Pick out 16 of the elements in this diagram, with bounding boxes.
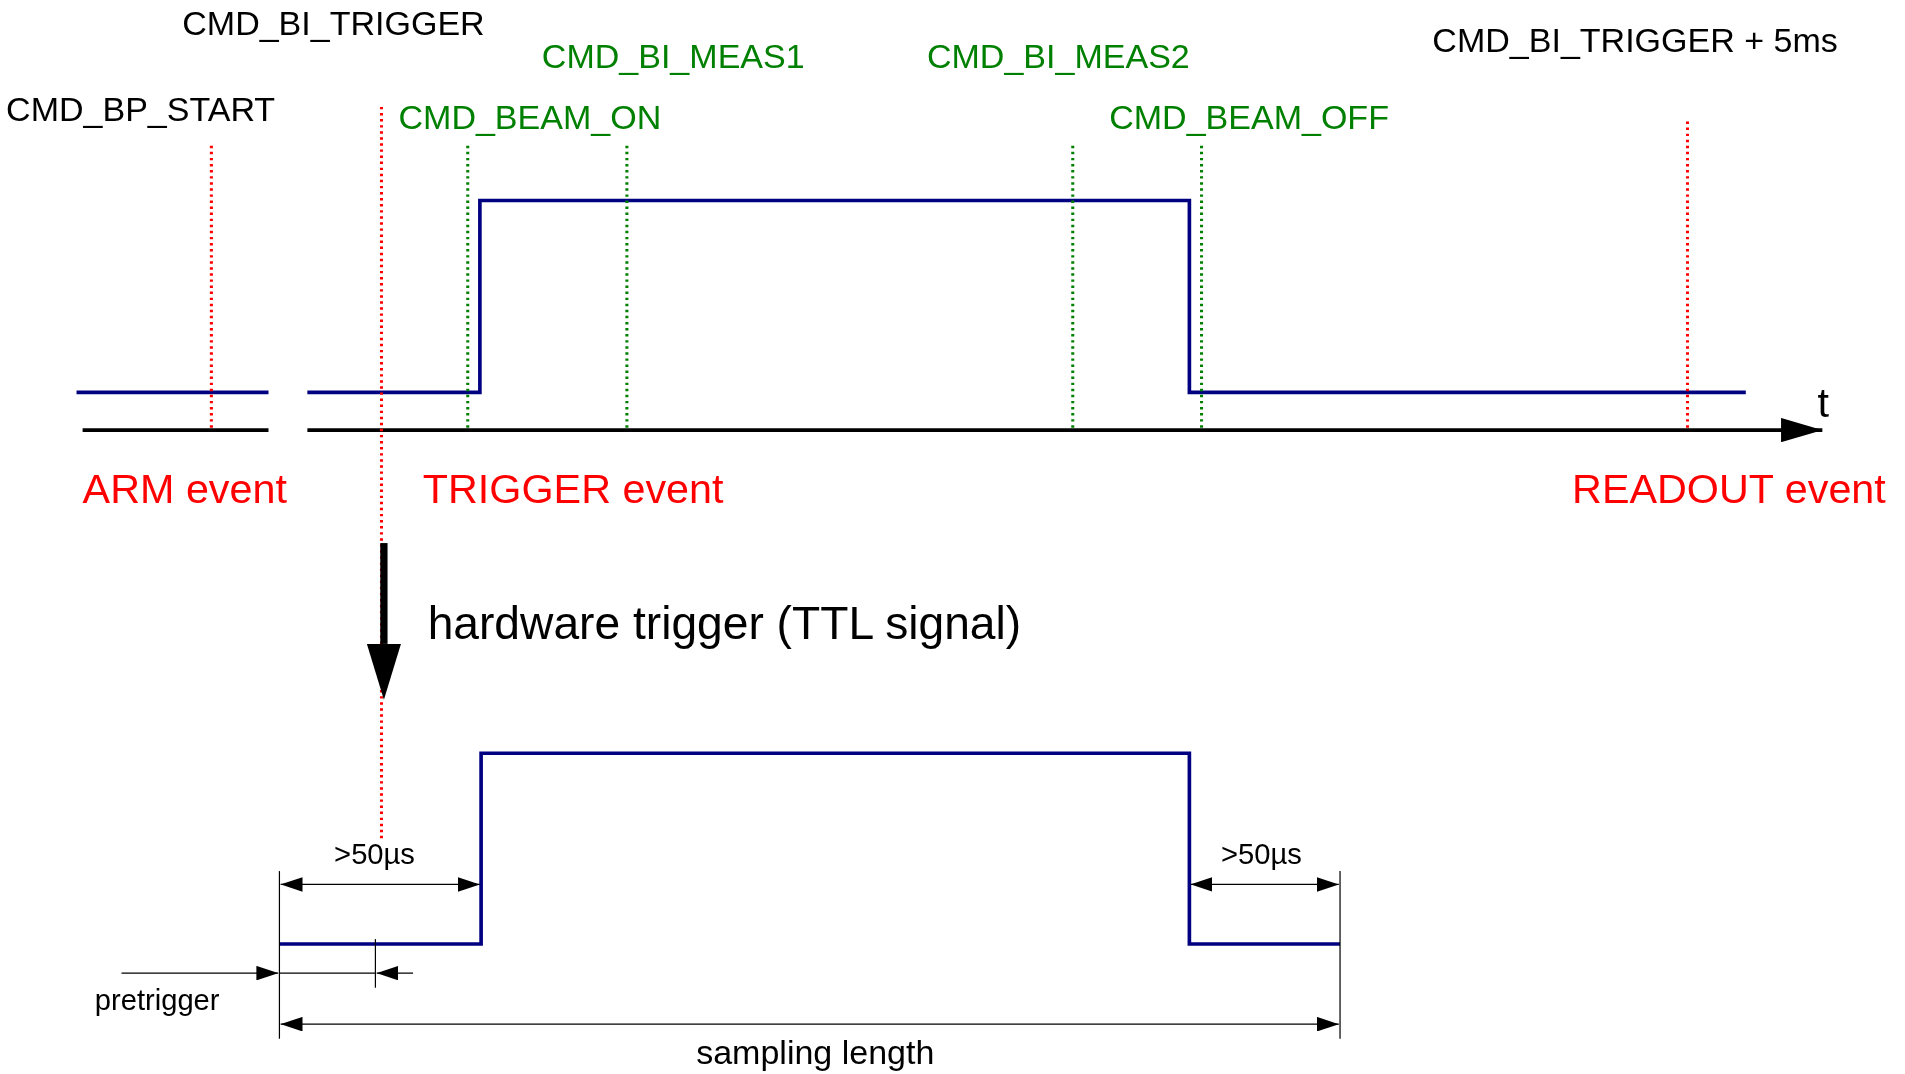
dimension-label: >50µs [1220,839,1302,869]
command-label: CMD_BEAM_ON [398,100,662,135]
dimension-label: >50µs [334,839,415,869]
command-label: CMD_BP_START [6,93,276,128]
event-label: TRIGGER event [422,467,724,510]
dimension-label: pretrigger [94,985,220,1015]
dimension-label: sampling length [696,1036,935,1071]
command-label: CMD_BI_MEAS1 [541,40,805,75]
event-label: ARM event [82,467,287,510]
trigger-label: hardware trigger (TTL signal) [427,600,1022,647]
command-label: CMD_BI_TRIGGER [182,7,485,42]
event-label: READOUT event [1572,467,1886,510]
axis-label: t [1817,381,1829,423]
command-label: CMD_BI_MEAS2 [926,40,1190,75]
command-label: CMD_BEAM_OFF [1109,100,1389,135]
command-label: CMD_BI_TRIGGER + 5ms [1432,24,1838,59]
